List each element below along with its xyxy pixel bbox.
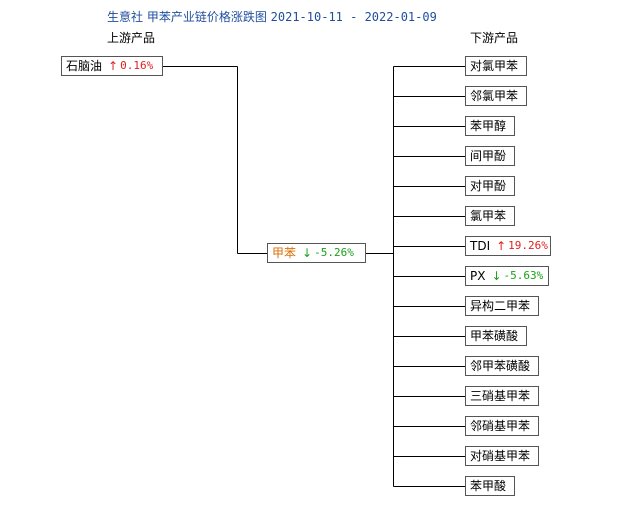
downstream-node[interactable]: 对氯甲苯	[465, 56, 527, 76]
arrow-down-icon: ↓	[302, 246, 313, 260]
downstream-node[interactable]: 异构二甲苯	[465, 296, 539, 316]
downstream-node[interactable]: 氯甲苯	[465, 206, 515, 226]
downstream-node-name: 邻甲苯磺酸	[470, 359, 531, 373]
upstream-node-name: 石脑油	[66, 59, 103, 73]
arrow-up-icon: ↑	[108, 59, 119, 73]
center-node[interactable]: 甲苯 ↓ -5.26%	[267, 243, 366, 263]
downstream-node[interactable]: 对甲酚	[465, 176, 515, 196]
downstream-node[interactable]: 苯甲酸	[465, 476, 515, 496]
downstream-node-name: 邻硝基甲苯	[470, 419, 531, 433]
chart-title: 生意社 甲苯产业链价格涨跌图 2021-10-11 - 2022-01-09	[107, 8, 437, 25]
downstream-node-change: 19.26%	[508, 239, 548, 252]
downstream-node[interactable]: 对硝基甲苯	[465, 446, 539, 466]
downstream-node[interactable]: 邻氯甲苯	[465, 86, 527, 106]
downstream-node-name: PX	[470, 269, 486, 283]
date-range: 2021-10-11 - 2022-01-09	[270, 10, 437, 24]
downstream-node[interactable]: 间甲酚	[465, 146, 515, 166]
downstream-node-name: 苯甲酸	[470, 479, 507, 493]
arrow-up-icon: ↑	[496, 239, 507, 253]
downstream-node[interactable]: 邻甲苯磺酸	[465, 356, 539, 376]
downstream-node[interactable]: TDI ↑19.26%	[465, 236, 551, 256]
downstream-node-name: 异构二甲苯	[470, 299, 531, 313]
downstream-node-name: TDI	[470, 239, 491, 253]
downstream-node-name: 甲苯磺酸	[470, 329, 519, 343]
downstream-node-name: 对氯甲苯	[470, 59, 519, 73]
upstream-node[interactable]: 石脑油 ↑ 0.16%	[61, 56, 163, 76]
center-node-name: 甲苯	[272, 246, 297, 260]
arrow-down-icon: ↓	[491, 269, 502, 283]
downstream-node-name: 三硝基甲苯	[470, 389, 531, 403]
downstream-node[interactable]: 邻硝基甲苯	[465, 416, 539, 436]
downstream-node-name: 对甲酚	[470, 179, 507, 193]
upstream-node-change: 0.16%	[120, 59, 154, 72]
center-node-change: -5.26%	[314, 246, 354, 259]
downstream-node[interactable]: 三硝基甲苯	[465, 386, 539, 406]
upstream-heading: 上游产品	[107, 31, 156, 45]
downstream-node[interactable]: 苯甲醇	[465, 116, 515, 136]
downstream-node[interactable]: PX ↓-5.63%	[465, 266, 549, 286]
downstream-node[interactable]: 甲苯磺酸	[465, 326, 527, 346]
title-text: 生意社 甲苯产业链价格涨跌图	[107, 10, 267, 24]
downstream-node-name: 氯甲苯	[470, 209, 507, 223]
downstream-node-name: 间甲酚	[470, 149, 507, 163]
downstream-node-name: 苯甲醇	[470, 119, 507, 133]
downstream-node-change: -5.63%	[503, 269, 544, 282]
downstream-node-name: 邻氯甲苯	[470, 89, 519, 103]
downstream-node-name: 对硝基甲苯	[470, 449, 531, 463]
downstream-heading: 下游产品	[470, 31, 519, 45]
